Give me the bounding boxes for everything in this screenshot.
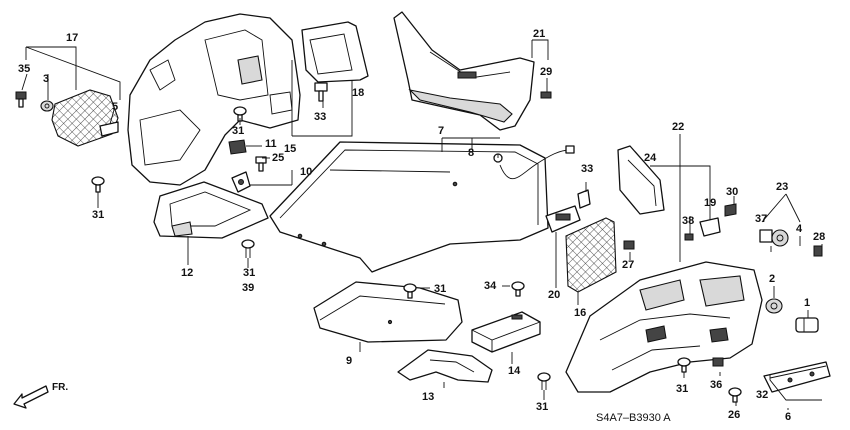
part-29-clip [540, 91, 552, 99]
callout-3: 3 [43, 73, 49, 85]
callout-11: 11 [265, 138, 277, 150]
part-11-bracket [228, 139, 247, 155]
callout-18: 18 [352, 87, 364, 99]
callout-31-right: 31 [676, 383, 688, 395]
part-33-screw-upper [314, 82, 328, 102]
callout-1: 1 [804, 297, 810, 309]
callout-20: 20 [548, 289, 560, 301]
part-31-clip-center [403, 283, 417, 299]
part-7-trunk-floor [269, 141, 549, 273]
callout-36: 36 [710, 379, 722, 391]
callout-17: 17 [66, 32, 78, 44]
callout-31-upper: 31 [232, 125, 244, 137]
part-4-clip [771, 229, 789, 247]
part-24-cover [617, 145, 665, 215]
callout-15: 15 [284, 143, 296, 155]
callout-31-bottom: 31 [536, 401, 548, 413]
part-6-bracket [763, 361, 831, 393]
callout-7: 7 [438, 125, 444, 137]
callout-2: 2 [769, 273, 775, 285]
part-28-clip [813, 245, 823, 257]
part-19-hook [699, 217, 721, 237]
callout-9: 9 [346, 355, 352, 367]
part-15-left-side-lining [127, 13, 301, 186]
callout-28: 28 [813, 231, 825, 243]
callout-33-upper: 33 [314, 111, 326, 123]
callout-39: 39 [242, 282, 254, 294]
part-12-side-floor-panel [153, 181, 269, 239]
callout-33-right: 33 [581, 163, 593, 175]
callout-31-center: 31 [434, 283, 446, 295]
part-3-clip [40, 100, 54, 112]
callouts: 17 35 3 5 18 33 31 11 25 15 10 31 12 31 … [18, 28, 825, 423]
part-13-bracket [397, 349, 493, 383]
part-1-plug [795, 317, 819, 333]
callout-31-left: 31 [92, 209, 104, 221]
callout-21: 21 [533, 28, 545, 40]
callout-19: 19 [704, 197, 716, 209]
part-9-floor-board [313, 281, 463, 343]
callout-34: 34 [484, 280, 497, 292]
callout-8: 8 [468, 147, 474, 159]
part-14-box [471, 311, 541, 353]
callout-35: 35 [18, 63, 30, 75]
callout-26: 26 [728, 409, 740, 421]
front-direction-arrow: FR. [13, 382, 68, 409]
part-31-39-screw [241, 239, 255, 258]
part-30-clip [724, 203, 737, 217]
leader-lines [21, 39, 823, 410]
callout-16: 16 [574, 307, 586, 319]
callout-24: 24 [644, 152, 657, 164]
part-36-screw [712, 357, 724, 367]
callout-23: 23 [776, 181, 788, 193]
part-31-clip-left [91, 176, 105, 193]
part-31-screw-right [677, 357, 691, 373]
part-21-rear-panel-trim [393, 11, 535, 131]
part-34-clip [511, 281, 525, 297]
callout-37: 37 [755, 213, 767, 225]
part-17-speaker-grille [51, 89, 119, 147]
callout-12: 12 [181, 267, 193, 279]
part-10-hook [231, 171, 251, 193]
callout-31-screw: 31 [243, 267, 255, 279]
callout-10: 10 [300, 166, 312, 178]
part-18-upper-cover [301, 21, 369, 83]
callout-4: 4 [796, 223, 803, 235]
callout-29: 29 [540, 66, 552, 78]
part-38-screw [684, 233, 694, 241]
callout-5: 5 [112, 101, 118, 113]
callout-6: 6 [785, 411, 791, 423]
callout-27: 27 [622, 259, 634, 271]
callout-22: 22 [672, 121, 684, 133]
part-16-mesh-panel [565, 217, 617, 293]
callout-13: 13 [422, 391, 434, 403]
callout-25: 25 [272, 152, 284, 164]
part-2-bushing [765, 298, 783, 314]
callout-30: 30 [726, 186, 738, 198]
part-26-screw [728, 387, 742, 403]
direction-label: FR. [52, 382, 68, 393]
callout-38: 38 [682, 215, 694, 227]
part-20-bracket [545, 205, 581, 233]
part-27-screw [623, 240, 635, 250]
part-33-screw-right [577, 189, 591, 209]
callout-32: 32 [756, 389, 768, 401]
diagram-code: S4A7–B3930 A [596, 412, 671, 424]
part-25-screw [255, 156, 267, 172]
callout-14: 14 [508, 365, 521, 377]
part-37-grommet [759, 229, 773, 243]
part-35-clip [15, 91, 27, 108]
part-31-screw-bottom [537, 372, 551, 390]
